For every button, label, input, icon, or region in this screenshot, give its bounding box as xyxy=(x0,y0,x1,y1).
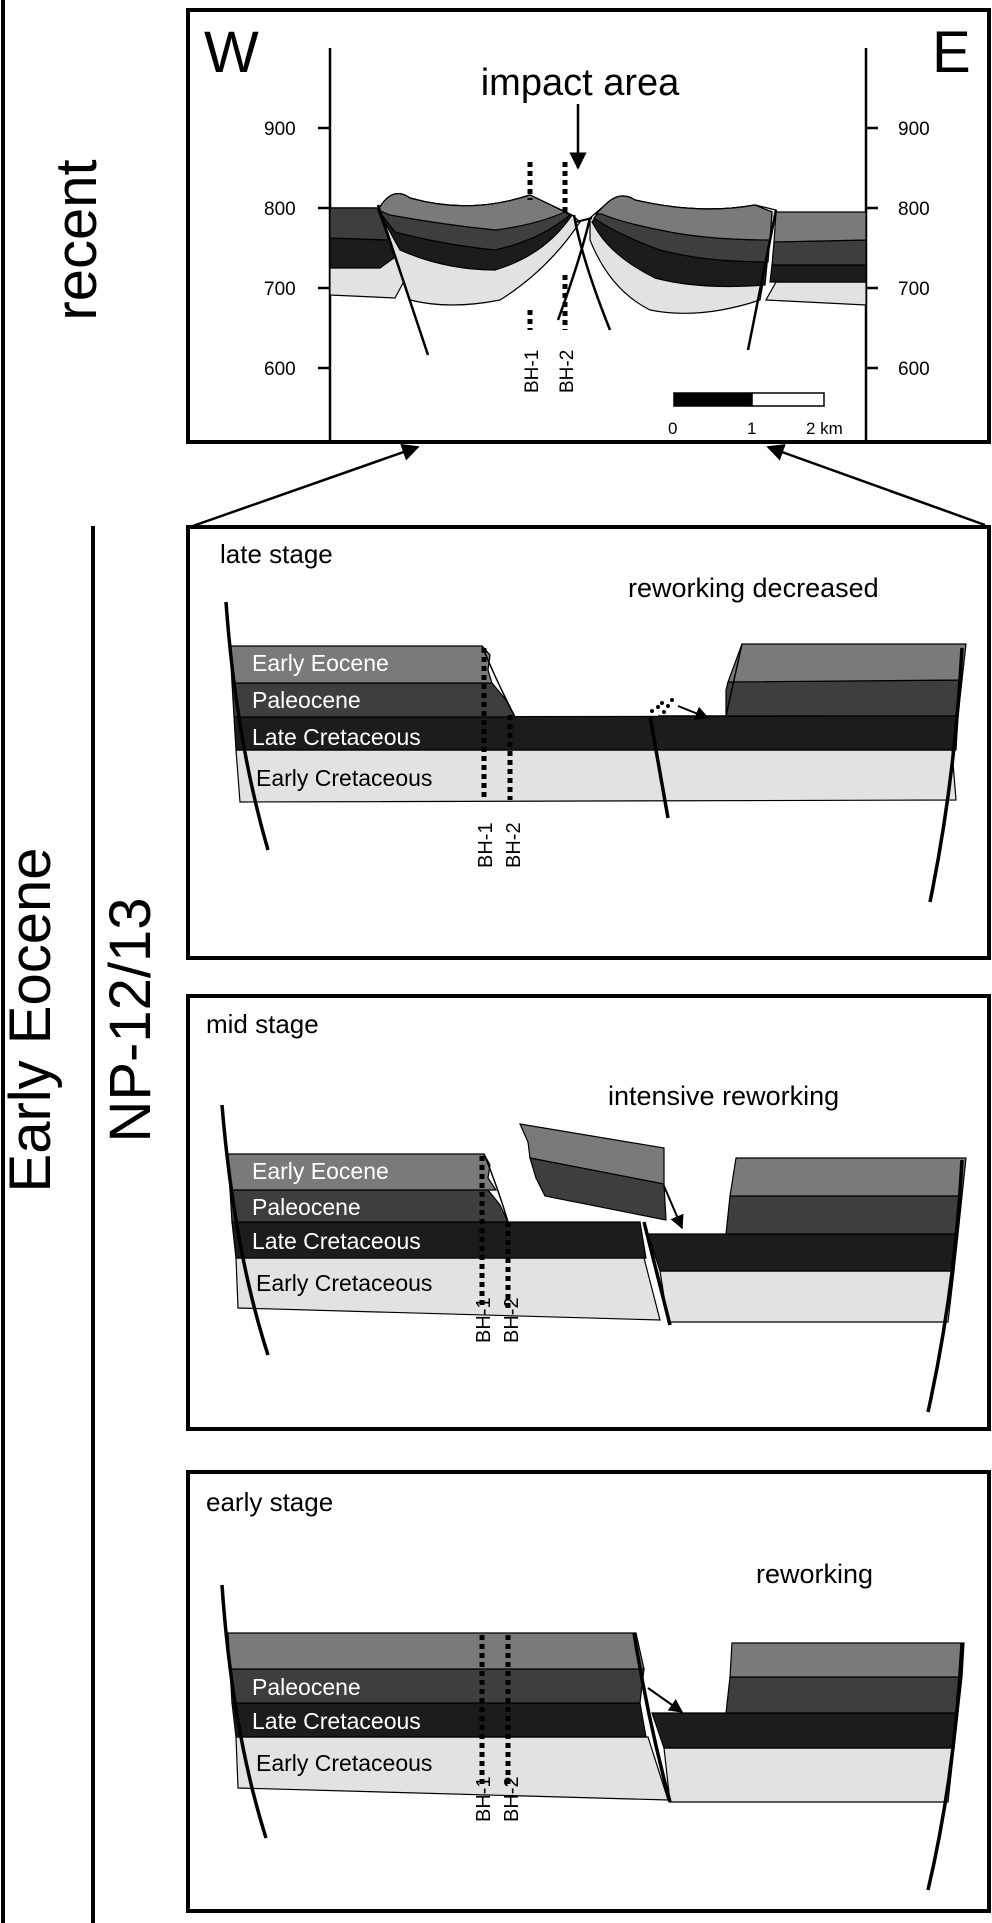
recent-bh2-label: BH-2 xyxy=(557,350,578,393)
early-stage-panel: early stage reworking BH-1 BH-2 Paleoce xyxy=(186,1470,991,1913)
early-faults xyxy=(220,1584,964,1891)
early-bh1-label: BH-1 xyxy=(473,1776,495,1822)
early-stage-title: early stage xyxy=(206,1487,333,1517)
tick-label-700-left: 700 xyxy=(264,279,296,300)
late-early-eocene-right xyxy=(727,643,967,683)
early-label-paleocene: Paleocene xyxy=(252,1674,361,1700)
recent-right-block xyxy=(765,211,867,306)
scale-label-1: 1 xyxy=(747,419,756,438)
early-eocene-label: Early Eocene xyxy=(0,848,63,1193)
early-reworking-arrow xyxy=(647,1687,684,1713)
late-stage-panel: late stage reworking decreased xyxy=(186,525,991,960)
impact-area-label: impact area xyxy=(481,62,680,104)
mid-stage-panel: mid stage intensive reworking xyxy=(186,994,991,1431)
late-paleocene-right xyxy=(725,679,963,717)
mid-early-eocene-right xyxy=(729,1157,967,1197)
late-stage-title: late stage xyxy=(220,539,333,569)
recent-label: recent xyxy=(44,159,109,320)
mid-early-cretaceous-right xyxy=(659,1270,955,1323)
recent-faults xyxy=(376,204,778,356)
recent-panel: W E 900 800 700 600 900 800 700 600 xyxy=(186,8,991,444)
west-label: W xyxy=(204,20,259,85)
mid-stage-note: intensive reworking xyxy=(608,1081,839,1111)
mid-bh2-label: BH-2 xyxy=(501,1297,523,1343)
late-stage-note: reworking decreased xyxy=(628,573,879,603)
mid-stage-title: mid stage xyxy=(206,1009,319,1039)
early-paleocene-right xyxy=(725,1676,963,1714)
scale-label-2km: 2 km xyxy=(806,419,843,438)
mid-paleocene-right xyxy=(725,1195,963,1235)
mid-label-early-eocene: Early Eocene xyxy=(252,1158,389,1184)
late-boreholes xyxy=(481,648,513,800)
axis-ticks xyxy=(318,126,878,370)
late-label-early-eocene: Early Eocene xyxy=(252,650,389,676)
mid-reworking-arrow xyxy=(663,1185,684,1230)
early-early-eocene-left xyxy=(227,1632,645,1670)
mid-bh1-label: BH-1 xyxy=(473,1297,495,1343)
mid-faults xyxy=(220,1104,964,1413)
tick-label-700-right: 700 xyxy=(898,279,930,300)
late-bh1-label: BH-1 xyxy=(475,822,497,868)
mid-sliding-block xyxy=(518,1123,667,1221)
early-label-early-cretaceous: Early Cretaceous xyxy=(256,1750,432,1776)
late-bh2-label: BH-2 xyxy=(503,822,525,868)
scale-label-0: 0 xyxy=(668,419,677,438)
mid-late-cretaceous-right xyxy=(647,1233,959,1272)
mid-label-paleocene: Paleocene xyxy=(252,1194,361,1220)
mid-label-late-cretaceous: Late Cretaceous xyxy=(252,1228,421,1254)
np-zone-label: NP-12/13 xyxy=(98,897,163,1142)
recent-boreholes xyxy=(527,162,568,330)
tick-label-900-left: 900 xyxy=(264,119,296,140)
late-reworking-arrow xyxy=(677,705,710,720)
late-label-early-cretaceous: Early Cretaceous xyxy=(256,765,432,791)
mid-boreholes xyxy=(479,1156,511,1308)
early-label-late-cretaceous: Late Cretaceous xyxy=(252,1708,421,1734)
tick-label-600-right: 600 xyxy=(898,359,930,380)
early-early-cretaceous-right xyxy=(663,1747,955,1803)
recent-left-block xyxy=(329,207,411,299)
late-label-late-cretaceous: Late Cretaceous xyxy=(252,724,421,750)
tick-label-900-right: 900 xyxy=(898,119,930,140)
early-bh2-label: BH-2 xyxy=(501,1776,523,1822)
recent-central-bowl-east xyxy=(575,195,777,314)
tick-label-600-left: 600 xyxy=(264,359,296,380)
recent-connector-arrows xyxy=(189,443,986,529)
late-reworking-debris xyxy=(650,698,674,714)
early-boreholes xyxy=(479,1635,511,1788)
tick-label-800-left: 800 xyxy=(264,199,296,220)
early-stage-note: reworking xyxy=(756,1559,873,1589)
east-label: E xyxy=(932,20,971,85)
late-label-paleocene: Paleocene xyxy=(252,687,361,713)
scale-bar xyxy=(673,392,825,407)
recent-bh1-label: BH-1 xyxy=(522,350,543,393)
tick-label-800-right: 800 xyxy=(898,199,930,220)
early-early-eocene-right xyxy=(729,1642,965,1678)
early-late-cretaceous-right xyxy=(651,1712,959,1749)
mid-label-early-cretaceous: Early Cretaceous xyxy=(256,1270,432,1296)
